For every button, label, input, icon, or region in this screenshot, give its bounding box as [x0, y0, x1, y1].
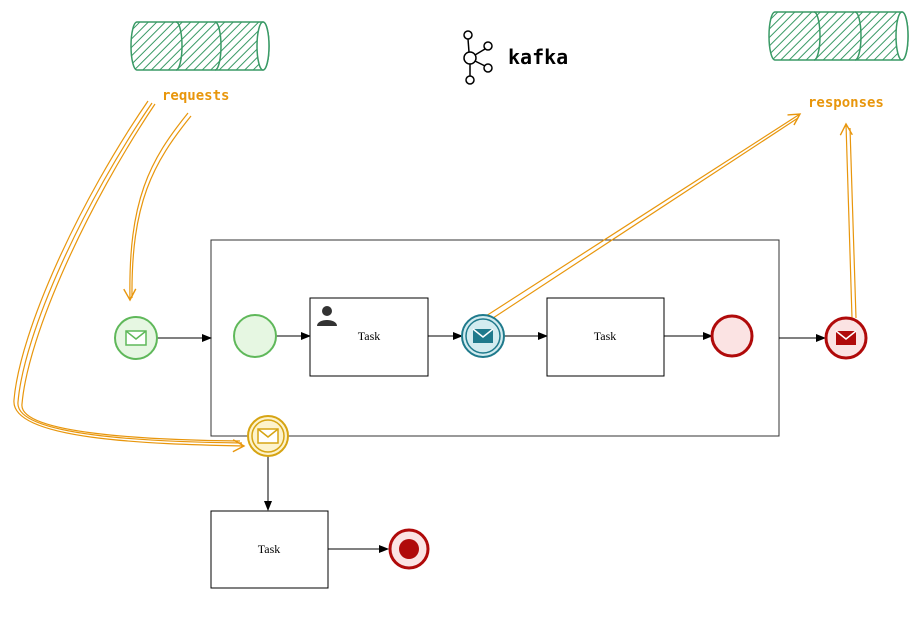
kafka-logo: kafka: [463, 30, 568, 85]
boundary-task[interactable]: Task: [210, 510, 329, 589]
terminate-end-event[interactable]: [388, 528, 430, 570]
message-start-event[interactable]: [114, 316, 158, 360]
envelope-icon: [125, 330, 147, 346]
envelope-icon: [257, 428, 279, 444]
end-to-responses-arrow: [839, 122, 853, 319]
sequence-flows: [157, 332, 826, 553]
intermediate-message-throw-event[interactable]: [461, 314, 505, 358]
request-to-start-arrow: [123, 112, 189, 302]
responses-topic-queue: [768, 11, 909, 61]
task-2[interactable]: Task: [546, 297, 665, 377]
subprocess-end-event[interactable]: [710, 314, 754, 358]
responses-topic-label: responses: [808, 95, 884, 111]
envelope-filled-icon: [472, 328, 494, 343]
task-2-label: Task: [594, 329, 617, 343]
intermediate-to-responses-arrow: [485, 113, 802, 317]
boundary-message-event[interactable]: [247, 415, 289, 457]
request-to-boundary-arrow: [13, 100, 246, 453]
message-end-event[interactable]: [824, 316, 868, 360]
requests-topic-label: requests: [162, 88, 229, 104]
kafka-logo-text: kafka: [508, 45, 568, 69]
requests-topic-queue: [130, 21, 270, 71]
orange-flow-arrows: [13, 100, 857, 453]
kafka-logo-icon: [463, 30, 493, 85]
user-task[interactable]: Task: [309, 297, 429, 377]
subprocess-start-event[interactable]: [233, 314, 277, 358]
user-task-label: Task: [358, 329, 381, 343]
boundary-task-label: Task: [258, 542, 281, 556]
envelope-filled-icon: [835, 330, 857, 345]
user-icon: [317, 306, 337, 326]
